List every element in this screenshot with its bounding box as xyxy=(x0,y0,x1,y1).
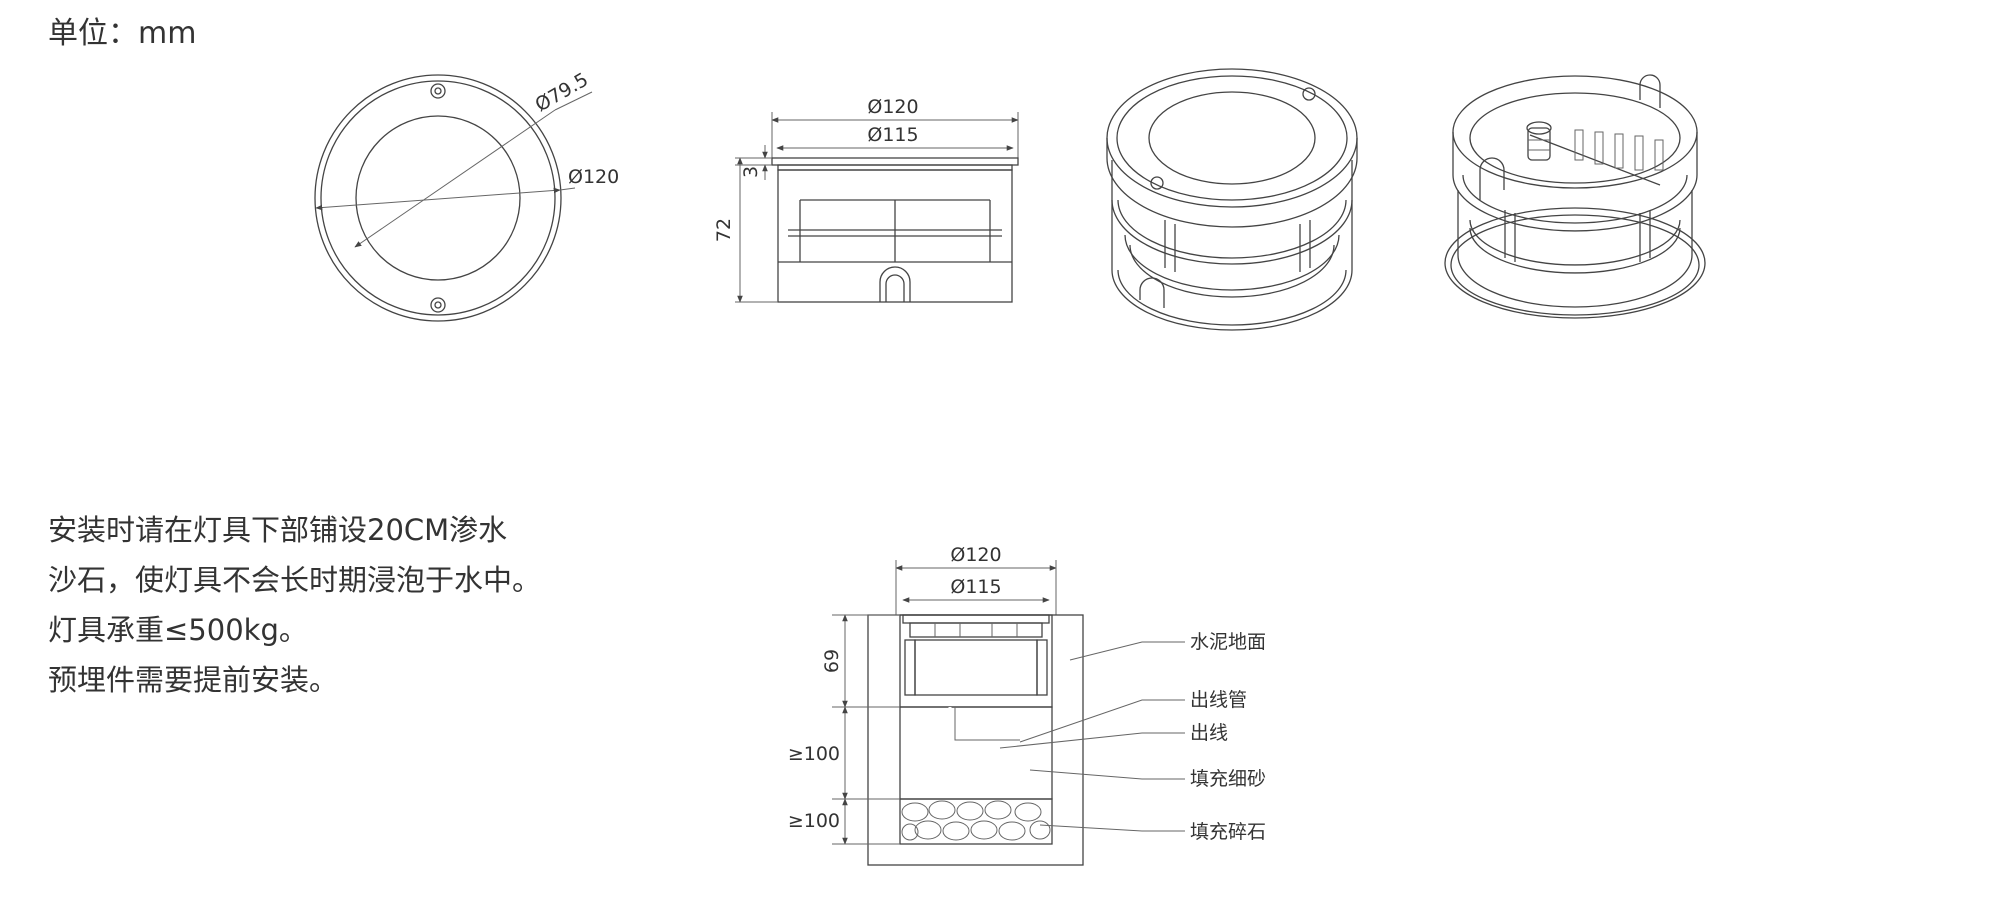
sand-fill xyxy=(899,706,1053,800)
inner-diameter-leader xyxy=(554,91,593,111)
isometric-view-open xyxy=(1444,74,1706,319)
lens-circle xyxy=(355,115,521,281)
cable-notch xyxy=(1479,157,1505,200)
unit-label: 单位：mm xyxy=(48,16,197,51)
screw-icon xyxy=(1302,87,1316,101)
dim-section-outer: Ø120 xyxy=(950,544,1001,566)
callout-leader xyxy=(1019,699,1185,743)
note-line: 预埋件需要提前安装。 xyxy=(48,663,339,697)
dim-side-inner: Ø115 xyxy=(867,124,918,146)
inner-diameter-line xyxy=(354,109,556,248)
callout-wire: 出线 xyxy=(1190,722,1228,744)
dim-side-outer: Ø120 xyxy=(867,96,918,118)
gravel-stones xyxy=(901,800,1051,841)
cable-wire xyxy=(954,707,1020,741)
cable-notch xyxy=(879,266,911,302)
screw-icon xyxy=(1150,176,1164,190)
body-outline xyxy=(777,169,1013,303)
internal-fins xyxy=(1574,129,1664,171)
embedded-housing xyxy=(899,614,1053,708)
callout-gravel: 填充碎石 xyxy=(1190,821,1266,843)
screw-icon xyxy=(430,83,446,99)
callout-leader xyxy=(1029,769,1185,780)
lamp-body xyxy=(914,639,1038,696)
outer-diameter-leader xyxy=(559,187,576,191)
cable-conduit xyxy=(949,707,1020,746)
dim-sand-depth: ≥100 xyxy=(788,743,840,765)
callout-leader xyxy=(999,732,1185,749)
flange-lower xyxy=(777,164,1013,171)
cable-gland-icon xyxy=(1527,127,1551,161)
lens-circle xyxy=(1148,91,1316,185)
callout-conduit: 出线管 xyxy=(1190,689,1247,711)
callout-leader xyxy=(1039,824,1185,832)
dim-outer-diameter: Ø120 xyxy=(568,166,619,188)
top-view: Ø79.5 Ø120 xyxy=(314,69,619,322)
installation-notes: 安装时请在灯具下部铺设20CM渗水 沙石，使灯具不会长时期浸泡于水中。 灯具承重… xyxy=(48,505,541,705)
note-line: 安装时请在灯具下部铺设20CM渗水 xyxy=(48,513,508,547)
gravel-fill xyxy=(899,798,1053,845)
note-line: 沙石，使灯具不会长时期浸泡于水中。 xyxy=(48,563,542,597)
dim-gravel-depth: ≥100 xyxy=(788,810,840,832)
screw-icon-center xyxy=(434,87,442,95)
outer-ring xyxy=(314,74,562,322)
cable-notch xyxy=(1139,277,1165,308)
isometric-view-assembled xyxy=(1106,68,1358,331)
callout-cement-ground: 水泥地面 xyxy=(1190,631,1266,653)
screw-icon xyxy=(430,297,446,313)
dim-section-depth: 69 xyxy=(821,649,843,673)
section-view: Ø120 Ø115 xyxy=(788,544,1266,866)
side-view: Ø120 Ø115 3 72 xyxy=(713,96,1019,303)
callout-leader xyxy=(1069,641,1185,661)
dim-section-inner: Ø115 xyxy=(950,576,1001,598)
callout-sand: 填充细砂 xyxy=(1190,768,1266,790)
outer-diameter-line xyxy=(315,187,561,211)
dim-flange: 3 xyxy=(740,166,762,178)
flange xyxy=(771,157,1019,166)
dim-inner-diameter: Ø79.5 xyxy=(532,69,593,117)
dim-height: 72 xyxy=(713,218,735,242)
note-line: 灯具承重≤500kg。 xyxy=(48,613,308,647)
screw-icon-center xyxy=(434,301,442,309)
